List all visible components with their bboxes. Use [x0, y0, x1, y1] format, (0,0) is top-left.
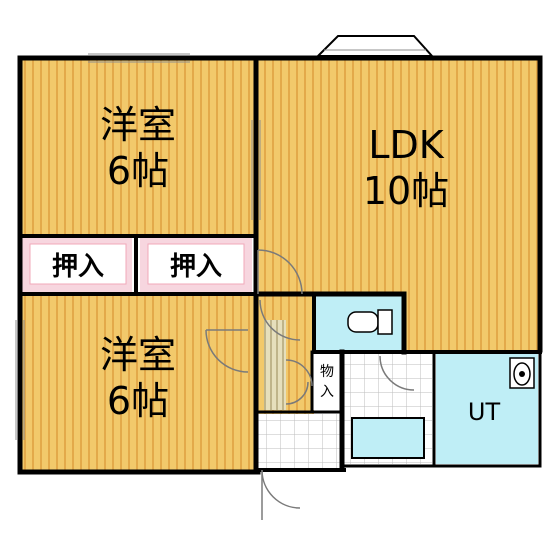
- storage-closet: [312, 354, 342, 410]
- washbasin-icon: [509, 357, 535, 389]
- closet-right-label: 押入: [170, 252, 222, 282]
- bedroom-top-label-line2: 6帖: [107, 149, 169, 193]
- windows: [15, 53, 261, 440]
- storage-floor: [264, 320, 286, 410]
- bedroom-top-floor: [22, 60, 254, 234]
- utility-label: UT: [468, 398, 501, 426]
- bay-window: [315, 35, 435, 57]
- bedroom-bottom-label-line2: 6帖: [107, 379, 169, 423]
- doors: [205, 249, 415, 520]
- storage-label-top: 物: [320, 364, 334, 380]
- bedroom-bottom-floor: [22, 296, 254, 470]
- bedroom-bottom-label-line1: 洋室: [100, 333, 176, 377]
- closet-left-label: 押入: [52, 252, 104, 282]
- ldk-label-line1: LDK: [368, 123, 444, 167]
- bedroom-top-label-line1: 洋室: [100, 103, 176, 147]
- toilet-icon: [347, 309, 393, 335]
- walls: [17, 55, 543, 475]
- entrance-floor: [258, 414, 340, 470]
- bathtub-icon: [351, 417, 425, 459]
- storage-label-bottom: 入: [320, 384, 334, 400]
- ldk-label-line2: 10帖: [363, 169, 449, 213]
